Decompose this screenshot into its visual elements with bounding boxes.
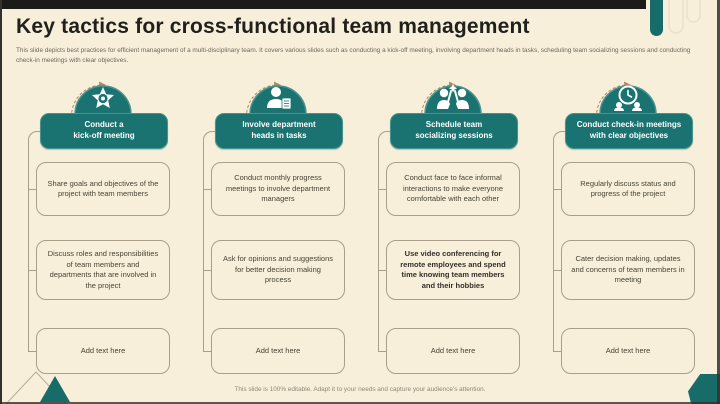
text-box: Use video conferencing for remote employ…: [386, 240, 520, 300]
connector-stub: [203, 270, 212, 271]
column-connector-spine: [553, 131, 568, 352]
connector-stub: [378, 351, 387, 352]
bottom-edge-bar: [0, 402, 720, 404]
column-kickoff-meeting: Conduct a kick-off meeting Share goals a…: [24, 0, 176, 404]
text-box: Discuss roles and responsibilities of te…: [36, 240, 170, 300]
top-letterbox-bar: [0, 0, 646, 9]
connector-stub: [553, 351, 562, 352]
connector-stub: [28, 270, 37, 271]
column-header-department-heads: Involve department heads in tasks: [215, 113, 343, 149]
column-connector-spine: [378, 131, 393, 352]
text-placeholder: Add text here: [386, 328, 520, 374]
text-box: Regularly discuss status and progress of…: [561, 162, 695, 216]
text-box: Ask for opinions and suggestions for bet…: [211, 240, 345, 300]
column-header-socializing: Schedule team socializing sessions: [390, 113, 518, 149]
connector-stub: [553, 189, 562, 190]
triangle-decoration: [5, 371, 70, 404]
text-placeholder: Add text here: [561, 328, 695, 374]
slide-description: This slide depicts best practices for ef…: [16, 47, 691, 64]
column-connector-spine: [203, 131, 218, 352]
text-placeholder: Add text here: [36, 328, 170, 374]
text-box: Share goals and objectives of the projec…: [36, 162, 170, 216]
column-check-in-meetings: Conduct check-in meetings with clear obj…: [549, 0, 701, 404]
text-box: Conduct face to face informal interactio…: [386, 162, 520, 216]
right-edge-bar: [717, 0, 720, 404]
column-department-heads: Involve department heads in tasks Conduc…: [199, 0, 351, 404]
connector-stub: [203, 189, 212, 190]
pill-decoration-outline-2: [686, 0, 701, 23]
connector-stub: [378, 270, 387, 271]
connector-stub: [28, 189, 37, 190]
text-placeholder: Add text here: [211, 328, 345, 374]
column-connector-spine: [28, 131, 43, 352]
pill-decoration-outline-1: [668, 0, 684, 34]
text-box: Cater decision making, updates and conce…: [561, 240, 695, 300]
connector-stub: [378, 189, 387, 190]
slide-title: Key tactics for cross-functional team ma…: [16, 15, 530, 38]
pill-decoration-filled: [650, 0, 663, 36]
connector-stub: [28, 351, 37, 352]
connector-stub: [203, 351, 212, 352]
footer-note: This slide is 100% editable. Adapt it to…: [234, 386, 486, 393]
connector-stub: [553, 270, 562, 271]
column-socializing-sessions: Schedule team socializing sessions Condu…: [374, 0, 526, 404]
column-header-check-in: Conduct check-in meetings with clear obj…: [565, 113, 693, 149]
column-header-kickoff: Conduct a kick-off meeting: [40, 113, 168, 149]
left-edge-bar: [0, 0, 2, 404]
text-box: Conduct monthly progress meetings to inv…: [211, 162, 345, 216]
